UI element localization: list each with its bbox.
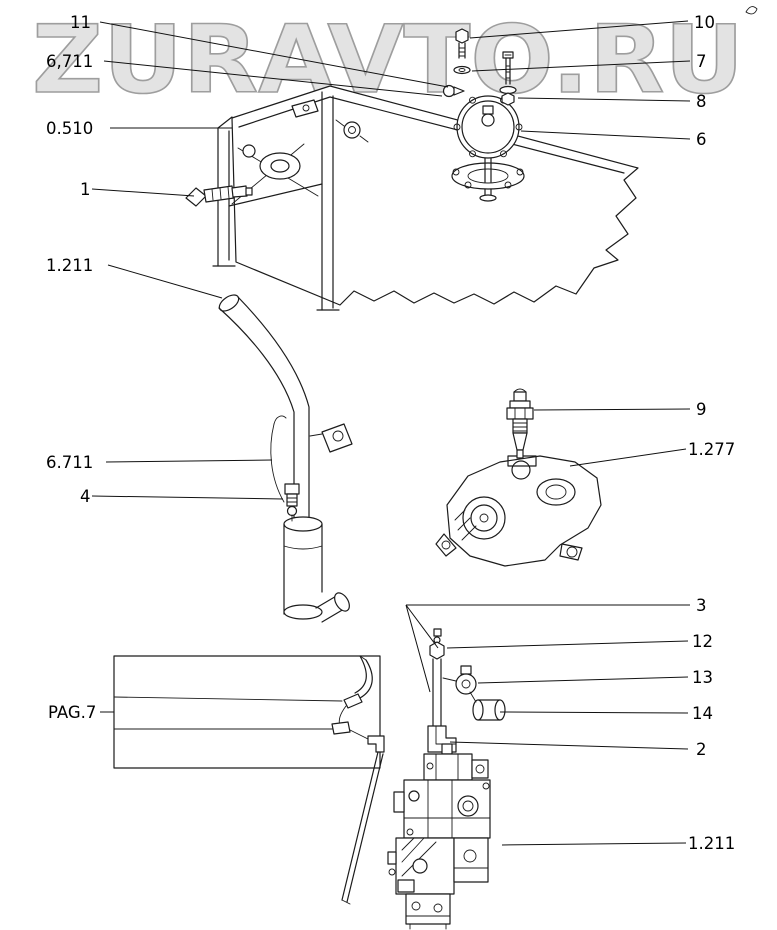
injector bbox=[506, 388, 534, 459]
mounting-bolt bbox=[455, 28, 469, 59]
callout-8: 8 bbox=[696, 92, 707, 111]
sensor-wire bbox=[270, 415, 287, 503]
leader-lines bbox=[91, 20, 691, 846]
callout-1: 1 bbox=[80, 180, 91, 199]
fitting-12 bbox=[429, 628, 445, 660]
callout-9: 9 bbox=[696, 400, 707, 419]
filler-pipe bbox=[218, 294, 353, 623]
callout-13: 13 bbox=[692, 668, 713, 687]
callout-4: 4 bbox=[80, 487, 91, 506]
fuel-tank-drawing bbox=[212, 85, 639, 311]
injection-pump bbox=[387, 743, 491, 930]
fuel-sender-unit bbox=[453, 95, 523, 202]
watermark-text: ZURAVTO.RU bbox=[32, 6, 744, 115]
callout-6711-mid: 6.711 bbox=[46, 453, 93, 472]
callout-labels: 11 6,711 0.510 1 1.211 6.711 4 PAG.7 10 … bbox=[46, 13, 735, 853]
sensor-4 bbox=[284, 483, 300, 522]
corner-mark bbox=[745, 6, 758, 15]
callout-12: 12 bbox=[692, 632, 713, 651]
cable-clamp-11 bbox=[442, 84, 465, 98]
callout-0510: 0.510 bbox=[46, 119, 93, 138]
callout-pag7: PAG.7 bbox=[48, 703, 96, 722]
callout-1211-top: 1.211 bbox=[46, 256, 93, 275]
banjo-fitting-13 bbox=[442, 665, 477, 695]
pipe-stack bbox=[432, 658, 442, 727]
sensor-1 bbox=[185, 185, 253, 207]
callout-11: 11 bbox=[70, 13, 91, 32]
callout-14: 14 bbox=[692, 704, 713, 723]
callout-2: 2 bbox=[696, 740, 707, 759]
valve-body bbox=[435, 455, 602, 567]
callout-3: 3 bbox=[696, 596, 707, 615]
callout-6: 6 bbox=[696, 130, 707, 149]
washer-7 bbox=[453, 65, 471, 75]
callout-1211-bot: 1.211 bbox=[688, 834, 735, 853]
plug-fitting-14 bbox=[469, 691, 506, 721]
callout-7: 7 bbox=[696, 52, 707, 71]
callout-1277: 1.277 bbox=[688, 440, 735, 459]
callout-10: 10 bbox=[694, 13, 715, 32]
callout-6711-top: 6,711 bbox=[46, 52, 93, 71]
screw-8-assembly bbox=[499, 51, 517, 106]
